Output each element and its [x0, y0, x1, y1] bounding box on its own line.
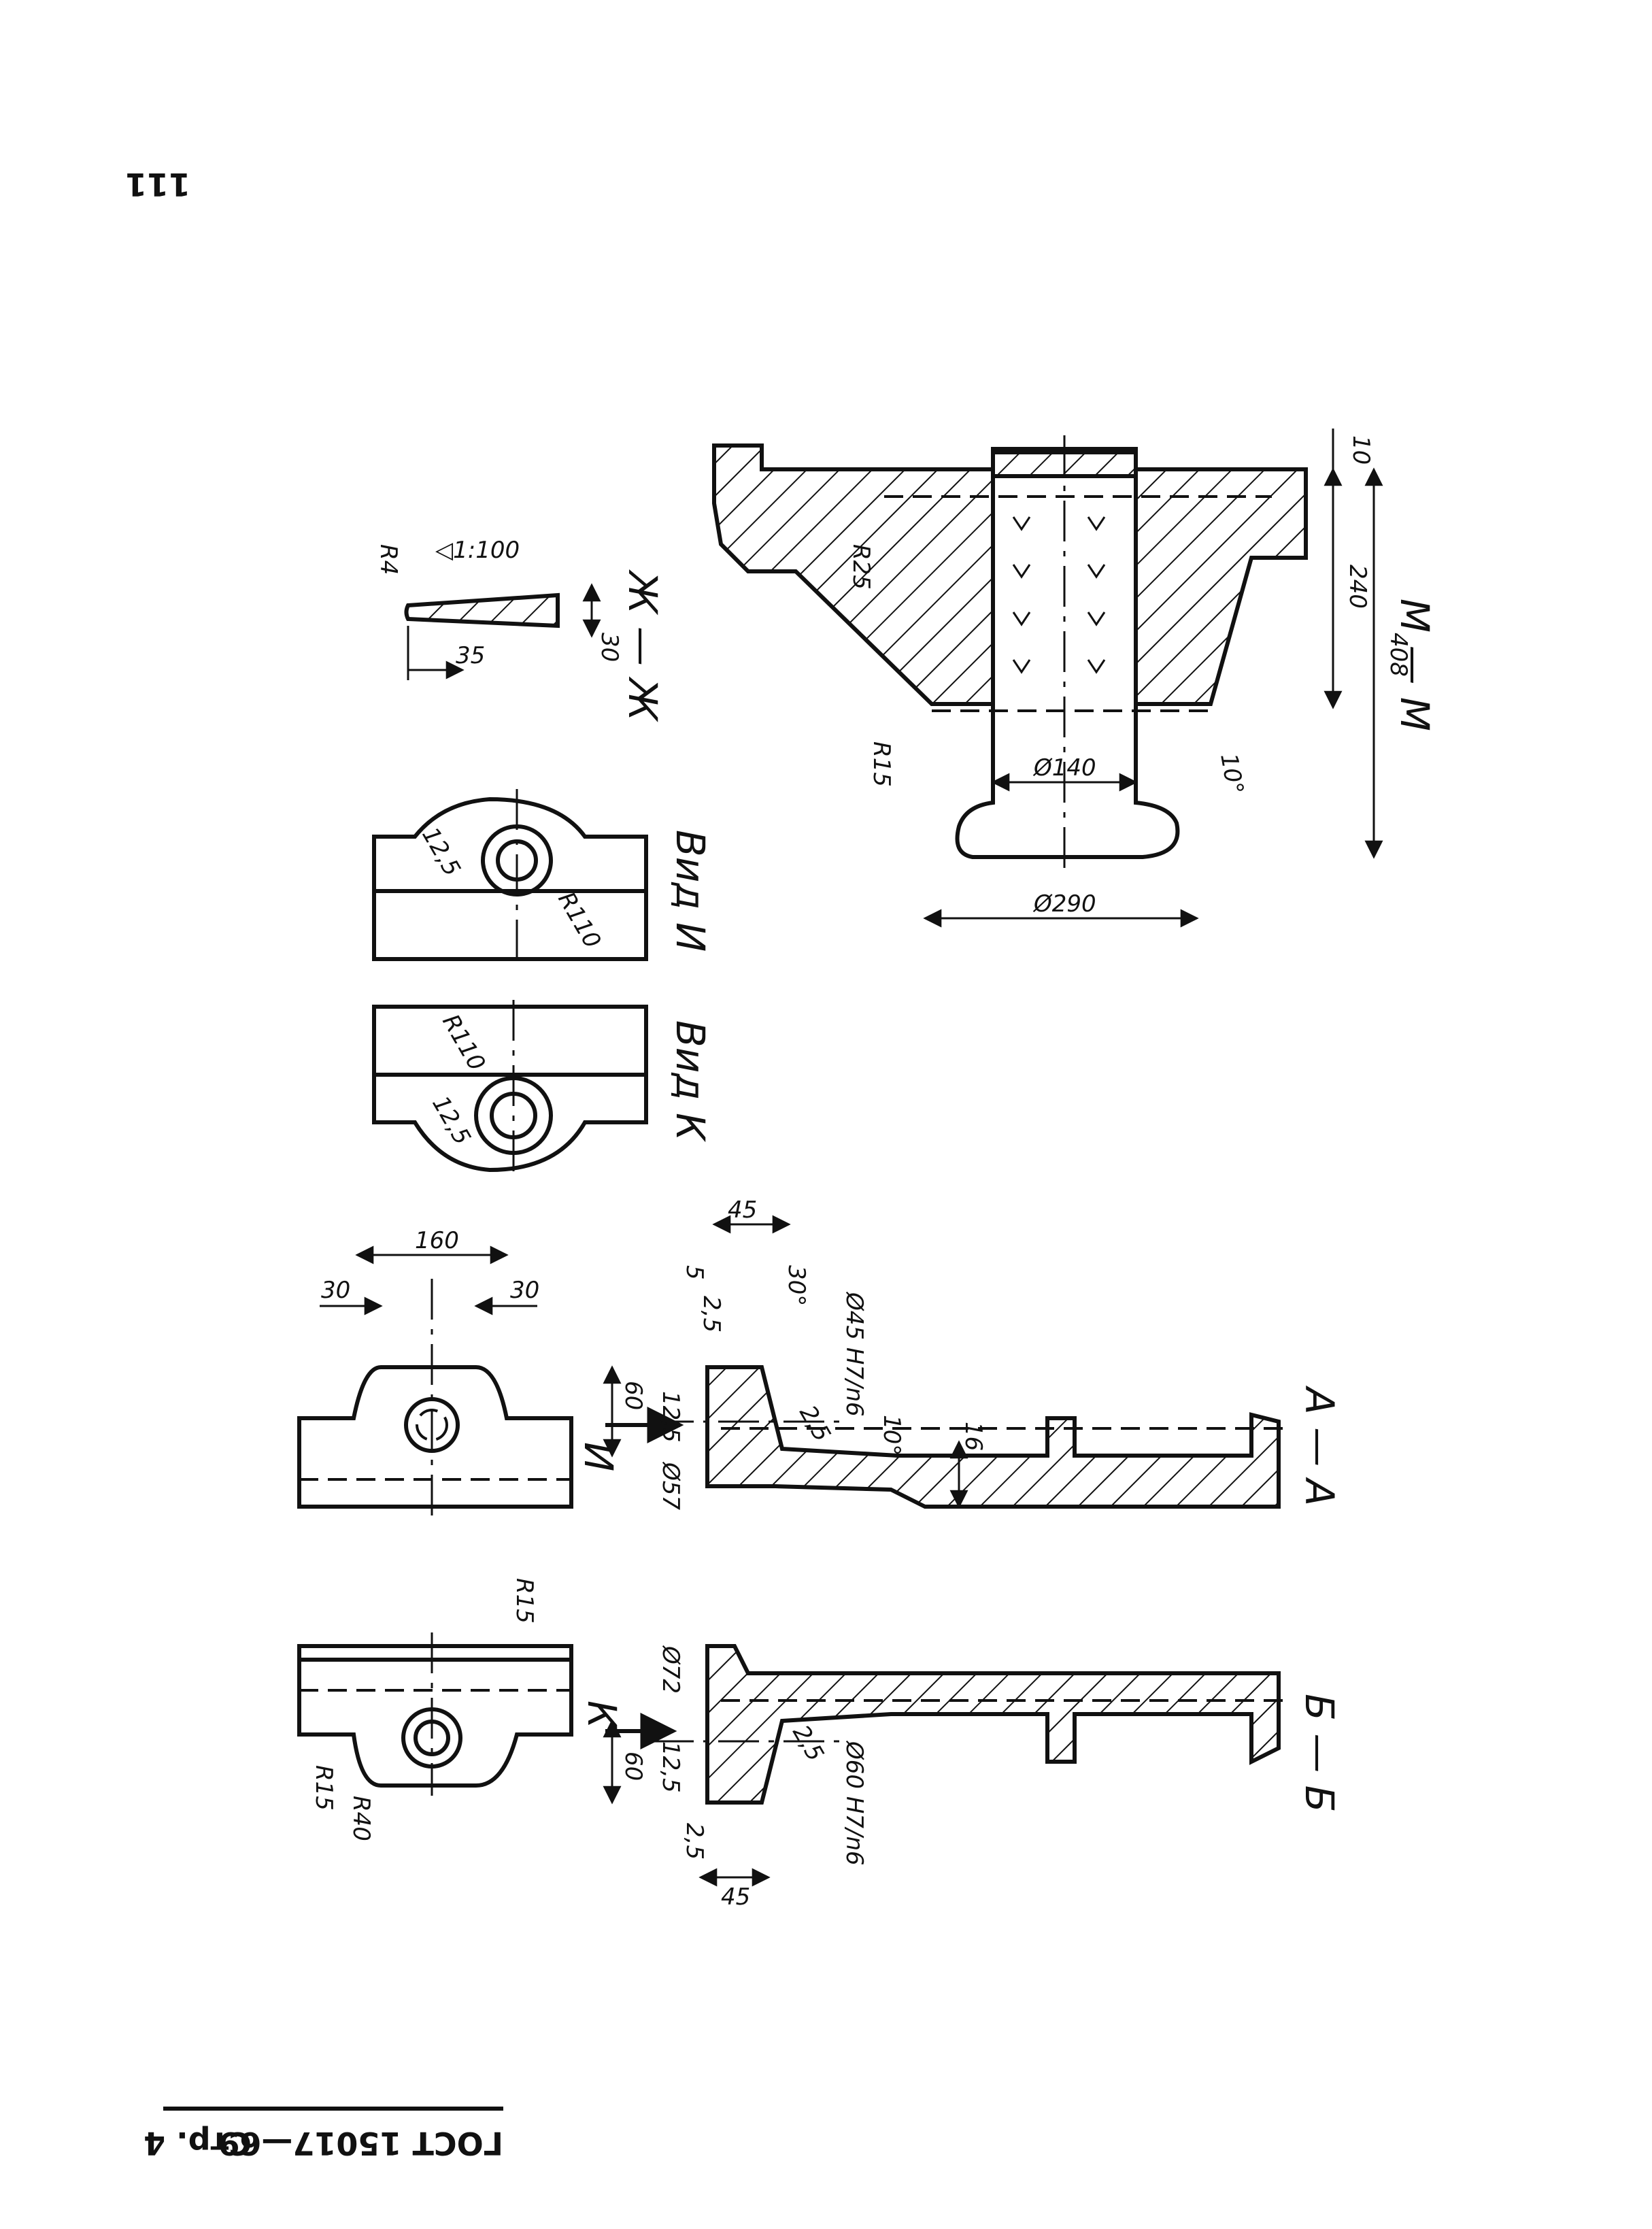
- dim-aa-fit: Ø45 H7/n6: [841, 1291, 868, 1417]
- dim-aa-16: 16: [960, 1422, 987, 1451]
- plan-b-outline: [297, 1644, 573, 1788]
- section-aa: И 45 5 2,5 30° Ø45 H7/n6 60 12,5 2,5 10°…: [575, 1196, 1343, 1510]
- dim-plan-a-160: 160: [415, 1227, 459, 1254]
- dim-aa-r25b: 2,5: [794, 1401, 836, 1447]
- section-bb: К Ø72 12,5 2,5 60 2,5 Ø60 H7/n6 45 Б — Б: [579, 1644, 1343, 1911]
- dim-bb-r25a: 2,5: [787, 1721, 829, 1766]
- dim-mm-height: 240: [1344, 565, 1371, 609]
- section-bb-body: [705, 1644, 1281, 1805]
- section-zh: R4 ◁1:100 35 30 Ж — Ж: [375, 537, 666, 722]
- dim-k-radius: R110: [437, 1010, 490, 1076]
- section-mm-body: [712, 443, 1308, 706]
- view-i: 12,5 R110 Вид И: [372, 789, 713, 966]
- dim-plan-b-r15b: R15: [310, 1765, 337, 1811]
- dim-plan-b-r40: R40: [348, 1796, 375, 1841]
- dim-zh-radius: R4: [375, 544, 402, 575]
- section-aa-body: [705, 1365, 1281, 1509]
- view-k-outline: [372, 1005, 648, 1173]
- dim-aa-5: 5: [681, 1265, 708, 1280]
- footer-page: Стр. 4: [144, 2125, 252, 2162]
- section-zh-title: Ж — Ж: [620, 569, 666, 722]
- section-aa-arrow-label: И: [575, 1442, 622, 1471]
- dim-i-radius: R110: [552, 888, 606, 954]
- section-mm: 10 240 408 Ø140 Ø290 10° R25 R15 М — М: [712, 429, 1438, 928]
- dim-mm-flange: Ø290: [1032, 890, 1096, 918]
- dim-aa-30deg: 30°: [783, 1265, 810, 1306]
- view-k-title: Вид К: [667, 1020, 713, 1143]
- dim-plan-b-r15a: R15: [511, 1578, 538, 1624]
- footer-standard: ГОСТ 15017—69: [218, 2125, 503, 2162]
- dim-bb-fit: Ø60 H7/n6: [841, 1740, 868, 1866]
- dim-aa-d57: Ø57: [657, 1461, 684, 1510]
- dim-mm-bore: Ø140: [1032, 754, 1096, 782]
- dim-mm-total: 408: [1385, 633, 1412, 677]
- dim-aa-10deg: 10°: [878, 1415, 905, 1456]
- dim-mm-top: 10: [1347, 435, 1375, 465]
- dim-bb-r25b: 2,5: [681, 1823, 708, 1860]
- dim-aa-60: 60: [620, 1381, 647, 1410]
- section-mm-tube: [955, 447, 1180, 859]
- section-bb-arrow-label: К: [579, 1700, 625, 1730]
- view-k: R110 12,5 Вид К: [372, 1000, 713, 1177]
- dim-plan-a-30a: 30: [321, 1277, 350, 1304]
- section-zh-body: [404, 592, 560, 629]
- dim-zh-length: 35: [456, 642, 485, 669]
- dim-bb-60: 60: [620, 1752, 647, 1781]
- dim-mm-r25: R25: [847, 544, 875, 590]
- view-i-outline: [372, 797, 648, 961]
- dim-bb-d72: Ø72: [657, 1645, 684, 1694]
- footer: ГОСТ 15017—69 Стр. 4: [144, 2107, 503, 2162]
- dim-mm-angle: 10°: [1215, 752, 1249, 797]
- dim-bb-rough: 12,5: [657, 1741, 684, 1793]
- plan-a-outline: [297, 1365, 573, 1509]
- section-mm-flow-marks: [1012, 516, 1106, 674]
- section-mm-title: М — М: [1392, 599, 1438, 731]
- view-i-title: Вид И: [667, 830, 713, 952]
- dim-zh-slope: ◁1:100: [435, 537, 520, 564]
- page-number: 111: [125, 166, 190, 203]
- dim-aa-r25a: 2,5: [698, 1296, 725, 1333]
- dim-bb-45: 45: [721, 1883, 750, 1911]
- dim-zh-thickness: 30: [596, 633, 623, 662]
- plan-view-b: R15 R15 R40: [297, 1578, 573, 1841]
- plan-view-a: 160 30 30: [297, 1227, 573, 1517]
- dim-aa-45: 45: [728, 1196, 757, 1224]
- dim-i-rough: 12,5: [416, 823, 465, 882]
- dim-plan-a-30b: 30: [510, 1277, 539, 1304]
- dim-aa-rough: 12,5: [657, 1391, 684, 1443]
- dim-mm-r15: R15: [868, 741, 895, 787]
- dim-k-rough: 12,5: [426, 1092, 475, 1150]
- section-bb-title: Б — Б: [1296, 1694, 1343, 1812]
- section-aa-title: А — А: [1296, 1385, 1343, 1506]
